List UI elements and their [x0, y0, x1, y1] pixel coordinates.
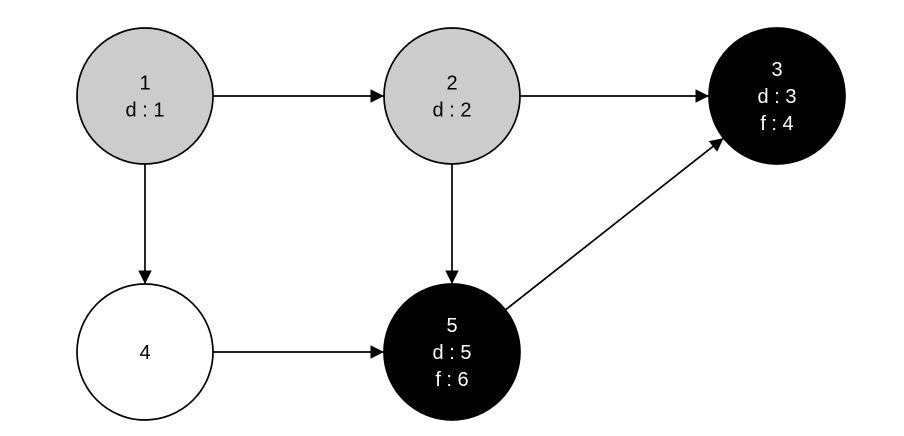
node-2-label: 2 d : 2 [433, 73, 472, 122]
node-3: 3 d : 3 f : 4 [708, 27, 846, 165]
node-1: 1 d : 1 [76, 27, 214, 165]
node-5: 5 d : 5 f : 6 [383, 283, 521, 421]
node-1-circle [76, 27, 214, 165]
node-5-label-line: 5 [446, 315, 457, 337]
node-3-circle [708, 27, 846, 165]
node-2-label-line: 2 [446, 73, 457, 95]
node-5-label-line: f : 6 [435, 369, 468, 391]
node-4-circle [76, 283, 214, 421]
node-2: 2 d : 2 [383, 27, 521, 165]
node-4: 4 [76, 283, 214, 421]
node-1-label-line: d : 1 [126, 100, 165, 122]
node-2-label-line: d : 2 [433, 100, 472, 122]
node-2-circle [383, 27, 521, 165]
edge-5-to-3 [504, 137, 725, 311]
node-3-label: 3 d : 3 f : 4 [758, 59, 797, 135]
node-5-circle [383, 283, 521, 421]
nodes-layer: 1 d : 1 2 d : 2 3 d : 3 f : 4 4 5 d : 5 f : 6 [76, 27, 846, 421]
node-4-label: 4 [139, 342, 150, 364]
node-1-label: 1 d : 1 [126, 73, 165, 122]
node-5-label: 5 d : 5 f : 6 [433, 315, 472, 391]
node-3-label-line: d : 3 [758, 86, 797, 108]
node-4-label-line: 4 [139, 342, 150, 364]
node-1-label-line: 1 [139, 73, 150, 95]
node-3-label-line: 3 [771, 59, 782, 81]
node-5-label-line: d : 5 [433, 342, 472, 364]
node-3-label-line: f : 4 [760, 113, 793, 135]
edges-layer [138, 89, 725, 359]
